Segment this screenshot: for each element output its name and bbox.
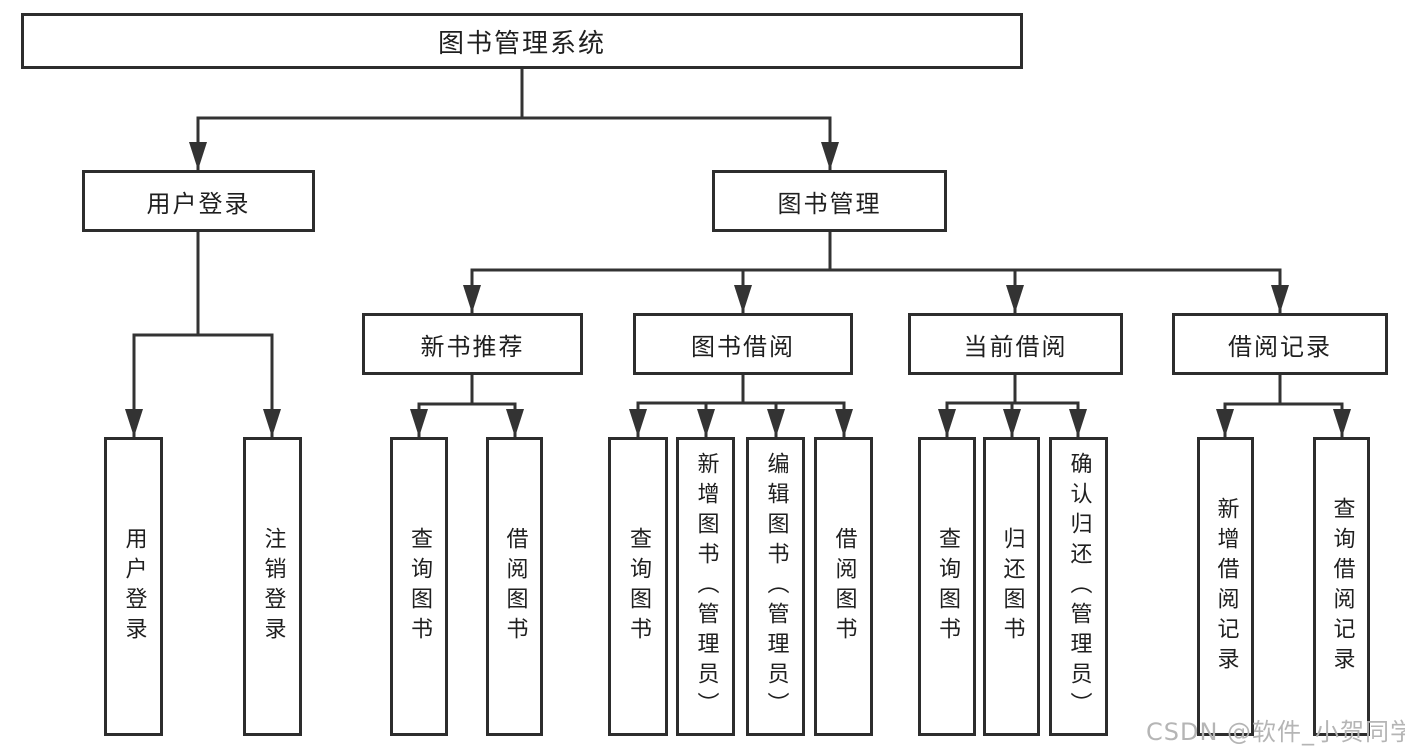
arrowhead-down-icon <box>767 409 785 437</box>
arrowhead-down-icon <box>821 142 839 170</box>
leaf-query-borrow-record-label: 查询借阅记录 <box>1329 496 1355 677</box>
leaf-query-books-borrowing: 查询图书 <box>608 437 668 736</box>
leaf-query-borrow-record: 查询借阅记录 <box>1313 437 1370 736</box>
leaf-edit-books-admin: 编辑图书（管理员） <box>746 437 805 736</box>
node-borrowing-records: 借阅记录 <box>1172 313 1388 375</box>
node-book-borrowing: 图书借阅 <box>633 313 853 375</box>
arrowhead-down-icon <box>938 409 956 437</box>
arrowhead-down-icon <box>1271 285 1289 313</box>
node-user-login-label: 用户登录 <box>146 189 251 218</box>
leaf-borrow-books-recommend: 借阅图书 <box>486 437 543 736</box>
leaf-query-books-recommend-label: 查询图书 <box>407 526 432 647</box>
leaf-confirm-return-admin: 确认归还（管理员） <box>1049 437 1108 736</box>
arrowhead-down-icon <box>1216 409 1234 437</box>
node-root-label: 图书管理系统 <box>437 28 606 59</box>
leaf-confirm-return-admin-label: 确认归还（管理员） <box>1066 451 1092 722</box>
leaf-user-login: 用户登录 <box>104 437 163 736</box>
arrowhead-down-icon <box>734 285 752 313</box>
arrowhead-down-icon <box>189 142 207 170</box>
leaf-query-books-recommend: 查询图书 <box>390 437 448 736</box>
watermark: CSDN @软件_小贺同学 <box>1146 718 1405 746</box>
leaf-return-books: 归还图书 <box>983 437 1040 736</box>
arrowhead-down-icon <box>463 285 481 313</box>
arrowhead-down-icon <box>1003 409 1021 437</box>
node-book-management: 图书管理 <box>712 170 947 232</box>
arrowhead-down-icon <box>1069 409 1087 437</box>
arrowhead-down-icon <box>1006 285 1024 313</box>
node-borrowing-records-label: 借阅记录 <box>1228 332 1332 361</box>
arrowhead-down-icon <box>506 409 524 437</box>
leaf-add-books-admin-label: 新增图书（管理员） <box>693 451 719 722</box>
leaf-borrow-books-borrowing-label: 借阅图书 <box>831 526 857 647</box>
leaf-add-borrow-record: 新增借阅记录 <box>1197 437 1254 736</box>
leaf-logout: 注销登录 <box>243 437 302 736</box>
leaf-logout-label: 注销登录 <box>260 526 286 647</box>
node-book-management-label: 图书管理 <box>777 189 882 218</box>
node-current-borrowing-label: 当前借阅 <box>963 332 1068 361</box>
leaf-add-borrow-record-label: 新增借阅记录 <box>1213 496 1239 677</box>
leaf-add-books-admin: 新增图书（管理员） <box>676 437 735 736</box>
leaf-query-books-current-label: 查询图书 <box>935 526 960 647</box>
node-root: 图书管理系统 <box>21 13 1023 69</box>
leaf-borrow-books-borrowing: 借阅图书 <box>814 437 873 736</box>
node-user-login: 用户登录 <box>82 170 315 232</box>
arrowhead-down-icon <box>410 409 428 437</box>
leaf-user-login-label: 用户登录 <box>121 526 147 647</box>
node-book-borrowing-label: 图书借阅 <box>691 332 795 361</box>
arrowhead-down-icon <box>125 409 143 437</box>
leaf-borrow-books-recommend-label: 借阅图书 <box>502 526 528 647</box>
node-new-book-recommend: 新书推荐 <box>362 313 583 375</box>
node-new-book-recommend-label: 新书推荐 <box>420 332 525 361</box>
arrowhead-down-icon <box>697 409 715 437</box>
arrowhead-down-icon <box>629 409 647 437</box>
arrowhead-down-icon <box>835 409 853 437</box>
leaf-query-books-borrowing-label: 查询图书 <box>626 526 651 647</box>
arrowhead-down-icon <box>1333 409 1351 437</box>
arrowhead-down-icon <box>263 409 281 437</box>
leaf-return-books-label: 归还图书 <box>999 526 1025 647</box>
leaf-query-books-current: 查询图书 <box>918 437 976 736</box>
leaf-edit-books-admin-label: 编辑图书（管理员） <box>763 451 789 722</box>
node-current-borrowing: 当前借阅 <box>908 313 1123 375</box>
